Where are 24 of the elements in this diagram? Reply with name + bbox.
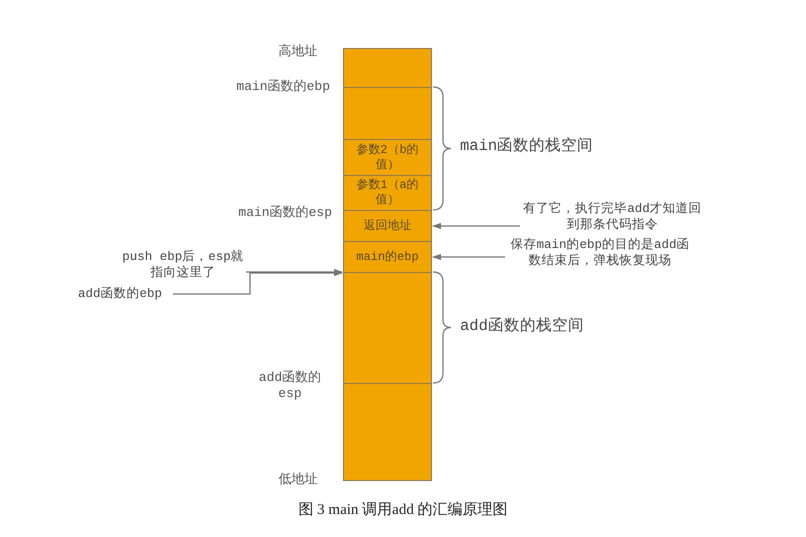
brace-label: add函数的栈空间	[460, 318, 585, 334]
annotation-text: add函数的ebp	[78, 286, 205, 302]
stack-cell: 返回地址	[343, 210, 432, 242]
arrow	[432, 222, 520, 230]
stack-cell	[343, 87, 432, 140]
pointer-label: main函数的ebp	[235, 79, 330, 95]
address-label: 低地址	[278, 472, 318, 488]
annotation-text: 有了它，执行完毕add才知道回到那条代码指令	[520, 201, 705, 233]
stack-cell	[343, 272, 432, 384]
arrow	[173, 270, 343, 295]
pointer-label: main函数的esp	[237, 205, 332, 221]
arrow	[246, 268, 343, 276]
stack-cell: 参数1（a的值）	[343, 175, 432, 211]
pointer-label: add函数的esp	[258, 370, 322, 402]
stack-cell	[343, 383, 432, 481]
brace-label: main函数的栈空间	[460, 138, 594, 154]
stack-cell: main的ebp	[343, 241, 432, 273]
figure-caption: 图 3 main 调用add 的汇编原理图	[297, 500, 509, 519]
address-label: 高地址	[278, 44, 318, 60]
annotation-text: push ebp后，esp就指向这里了	[118, 249, 248, 281]
stack-cell: 参数2（b的值）	[343, 139, 432, 176]
stack-cell	[343, 48, 432, 88]
arrow	[432, 254, 505, 260]
annotation-text: 保存main的ebp的目的是add函数结束后，弹栈恢复现场	[505, 237, 695, 269]
